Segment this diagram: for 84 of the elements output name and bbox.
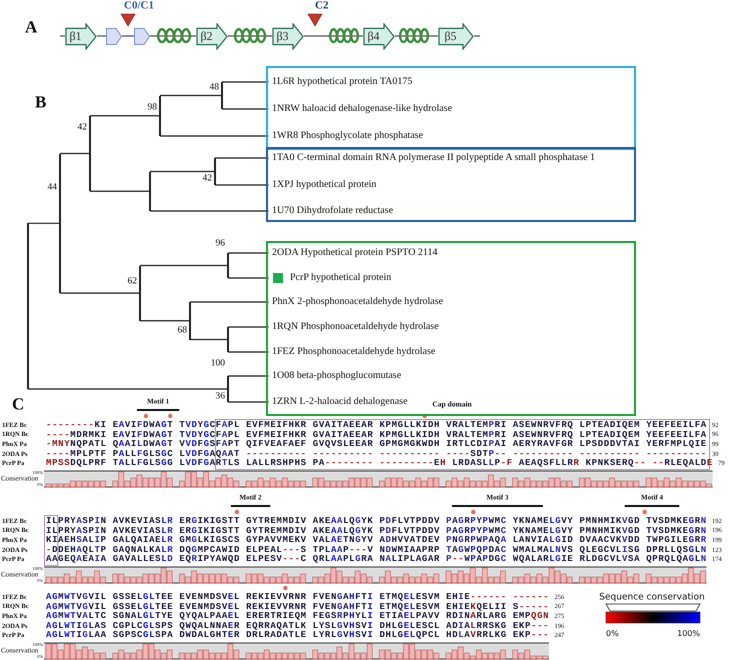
taxon-label: 1O08 beta-phosphoglucomutase: [268, 368, 402, 382]
tree-branch: [90, 115, 160, 116]
tree-branch: [160, 135, 268, 137]
bootstrap-value: 100: [210, 359, 225, 369]
taxon-label: 2ODA Hypothetical protein PSPTO 2114: [268, 246, 438, 260]
panel-letter: B: [35, 94, 46, 110]
backbone-line: [395, 35, 438, 37]
sequence-row-text: -DDEHAQLTP GAQNALKALR DQGMPCAWID ELPEAL---S TPLAAP---V NDWMIAAPRP TAGWPQPDAC WMALMALNVS QLEGCVLISG DPRLLQSGLN: [46, 546, 707, 555]
sequence-row-text: ILPRYASPIN AVKEVIASLR ERGIKIGSTT GYTREMMDIV AKEAALQGYK PDFLVTPDDV PAGRPYPWMC YKNAMELGVY PMNHMIKVGD TVSDMKEGRN: [46, 526, 707, 536]
taxon-label: PcrP hypothetical protein: [268, 270, 392, 284]
tree-branch: [150, 210, 268, 212]
taxon-label: 1WR8 Phosphoglycolate phosphatase: [268, 128, 424, 142]
beta-strand-arrow: β4: [363, 23, 395, 50]
tree-branch: [140, 264, 228, 266]
tree-branch: [190, 301, 268, 303]
pentagon-marker: [134, 28, 150, 45]
sequence-row-text: ----MPLPTF PALLFGLSGC LVDFGAQAAT ---------- ---------- ---------- ----SDTP-- ---------- ---------- ----------: [46, 450, 707, 459]
bootstrap-value: 48: [210, 83, 219, 93]
taxon-label: PhnX 2-phosphonoacetaldehyde hydrolase: [268, 294, 444, 308]
scale-max-label: 100%: [677, 630, 700, 638]
bootstrap-value: 42: [78, 123, 87, 133]
tree-branch: [228, 277, 268, 279]
site-label: C0/C1: [124, 0, 154, 12]
clade-group-box: [266, 241, 636, 416]
tree-branch: [150, 170, 215, 172]
backbone-line: [304, 35, 363, 37]
taxon-label: 1XPJ hypothetical protein: [268, 178, 376, 192]
backbone-line: [122, 35, 134, 37]
sequence-row: ILPRYASPIN AVKEVIASLR ERGIKIGSTT GYTREMMDIV AKEAALQGYK PDFLVTPDDV PAGRPYPWMC YKNAMELGVY PMNHMIKVGD TVSDMKEGRN: [46, 517, 707, 527]
tree-branch: [190, 338, 228, 340]
tree-branch: [228, 401, 268, 403]
tree-branch: [28, 222, 60, 224]
site-label: C2: [315, 0, 328, 12]
sequence-row: AGMWTVALTC SGNALGLTYE QYQALPAAEL ERERTRIEQM FEGSRPHYLI ETIAELPAVV RDINARLARG EMPQGN: [46, 612, 550, 622]
sequence-row: KIAEHSALIP GALQAIAELR GMGLKIGSCS GYPAVVMEKV VALAETNGYV ADHVVATDEV PNGRPWPAQA LANVIALGID DVAACVKVDD TWPGILEGRR: [46, 536, 707, 546]
panel-letter: A: [25, 18, 38, 36]
taxon-label: 1TA0 C-terminal domain RNA polymerase II polypeptide A small phosphatase 1: [268, 150, 596, 164]
panel-letter: C: [12, 396, 24, 412]
scale-title: Sequence conservation: [599, 594, 705, 602]
tree-branch: [228, 375, 268, 377]
pentagon-marker: [106, 28, 122, 45]
taxon-label: 1L6R hypothetical protein TA0175: [268, 74, 412, 88]
bootstrap-value: 42: [202, 174, 212, 184]
tree-branch: [28, 388, 228, 390]
tree-branch: [160, 94, 222, 96]
taxon-label: 1ZRN L-2-haloacid dehalogenase: [268, 394, 408, 408]
tree-branch: [215, 157, 268, 159]
tree-branch: [222, 108, 268, 110]
taxon-label: 1RQN Phosphonoacetaldehyde hydrolase: [268, 320, 439, 334]
tree-branch: [228, 326, 268, 328]
tree-branch: [228, 351, 268, 353]
clade-group-box: [266, 147, 636, 222]
tree-branch: [215, 184, 268, 186]
taxon-label: 1NRW haloacid dehalogenase-like hydrolase: [268, 102, 452, 116]
bootstrap-value: 62: [128, 277, 137, 287]
bootstrap-value: 36: [216, 392, 225, 402]
sequence-row: AAGEQAEAIA GAVALLESLD EQRIPYAWQD ELPESV---C QRLAAPLGRA NALIPLAGAR P--WPAPDGC WQALARLGIE RLDGCVLVSA QPRQLQAGLN: [46, 555, 707, 565]
backbone-line: [150, 35, 196, 37]
bootstrap-value: 96: [216, 239, 225, 249]
bootstrap-value: 68: [178, 326, 187, 336]
sequence-row-text: AGLWTIGLAS CGPLCGLSPS QWQALNNAER EQRRAQATLK LYSLGVHSVI DHLGELESCL ADIALRRSKG EKP---: [46, 622, 550, 631]
sequence-row: -MNYNQPATL QAAILDWAGT VVDFGSFAPT QIFVEAFAEF GVQVSLEEAR GPMGMGKWDH IRTLCDIPAI AERYRAVFGR LPSDDDVTAI YERFMPLQIE: [46, 440, 707, 450]
tree-branch: [90, 190, 150, 192]
clade-group-box: [266, 66, 636, 150]
tree-branch: [222, 81, 268, 83]
tree-branch: [228, 252, 268, 254]
sequence-row-text: AGMWTVGVIL GSSELGLTEE EVENMDSVEL REKIEVVRNR FVENGAHFTI ETMQELESVM EHIEKQELII S-----: [46, 602, 550, 612]
scale-min-label: 0%: [606, 630, 619, 638]
beta-strand-arrow: β2: [196, 23, 228, 50]
taxon-label: 1FEZ Phosphonoacetaldehyde hydrolase: [268, 344, 436, 358]
bootstrap-value: 98: [148, 103, 157, 113]
sequence-row: AGLWTIGLAA SGPSCGLSPA DWDALGHTER DRLRADATLE LYRLGVHSVI DHLGELQPCL HDLAVRRLKG EKP---: [46, 631, 550, 641]
tree-branch: [140, 320, 190, 322]
beta-strand-arrow: β3: [272, 23, 304, 50]
tree-branch: [60, 292, 140, 294]
beta-strand-arrow: β1: [65, 23, 97, 50]
tree-branch: [60, 152, 90, 154]
sequence-row-text: ----MDRMKI EAVIFDWAGT TVDYGCFAPL EVFMEIFHKR GVAITAEEAR KPMGLLKIDH VRALTEMPRI ASEWNRVFRQ LPTEADIQEM YEEFEEILFA: [46, 430, 707, 440]
taxon-label: 1U70 Dihydrofolate reductase: [268, 204, 394, 218]
backbone-line: [228, 35, 272, 37]
sequence-row: AGMWTVGVIL GSSELGLTEE EVENMDSVEL REKIEVVRNR FVENGAHFTI ETMQELESVM EHIE------ ------: [46, 593, 550, 603]
bootstrap-value: 44: [48, 183, 57, 193]
beta-strand-arrow: β5: [438, 23, 474, 50]
sequence-row: --------KI EAVIFDWAGT TVDYGCFAPL EVFMEIFHKR GVAITAEEAR KPMGLLKIDH VRALTEMPRI ASEWNRVFRQ LPTEADIQEM YEEFEEILFA: [46, 421, 707, 431]
